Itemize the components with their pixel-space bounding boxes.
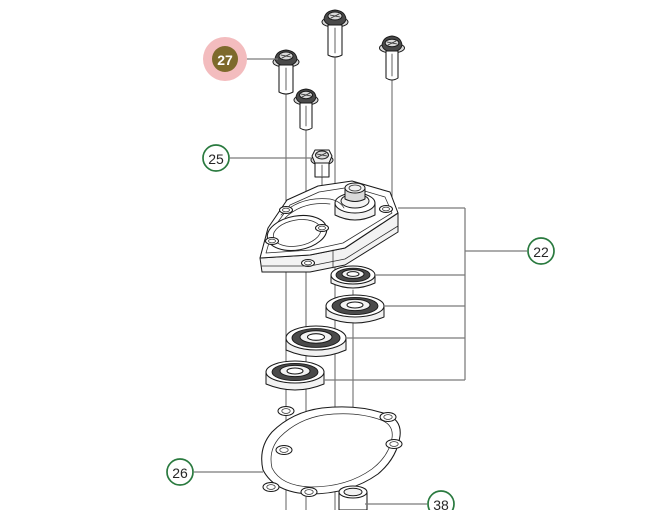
housing-gasket [261,405,403,498]
bracket-22 [324,207,466,381]
callout-27-label: 27 [217,52,233,68]
callout-27-circle [212,46,238,72]
ball-bearing-medium [325,294,385,324]
gasket-hole-6 [300,486,318,498]
gearbox-housing-cover [259,180,399,273]
callout-22-circle [527,237,555,265]
callout-25-circle [202,144,230,172]
callout-27[interactable]: 27 [203,37,247,81]
callout-26[interactable]: 26 [166,458,194,486]
callout-25-label: 25 [208,151,224,167]
gasket-hole-4 [275,444,293,456]
housing-boss-3 [314,223,330,233]
callout-26-circle [166,458,194,486]
housing-boss-2 [264,236,280,246]
callout-38-circle [427,490,455,510]
housing-boss-4 [378,204,394,214]
gasket-hole-1 [277,405,295,417]
callout-25[interactable]: 25 [202,144,230,172]
housing-boss-1 [278,205,294,215]
leader-lines [194,58,527,505]
callout-22[interactable]: 22 [527,237,555,265]
gasket-hole-2 [379,411,397,423]
hex-flange-bolt-seated [310,149,334,178]
flange-head-bolt-right [379,35,405,81]
gasket-hole-5 [262,481,280,493]
callout-38[interactable]: 38 [427,490,455,510]
flange-head-bolt-long [272,49,300,95]
callout-38-label: 38 [433,497,449,510]
sleeve-bushing [338,485,368,510]
flange-head-bolt-short [293,88,319,131]
ball-bearing-small-upper [330,265,376,289]
housing-boss-5 [300,258,316,268]
callout-22-label: 22 [533,244,549,260]
flange-head-bolt-tall [321,9,349,58]
ball-bearing-lower [265,360,325,391]
ball-bearing-large [285,325,347,357]
callout-26-label: 26 [172,465,188,481]
gasket-hole-3 [385,438,403,450]
